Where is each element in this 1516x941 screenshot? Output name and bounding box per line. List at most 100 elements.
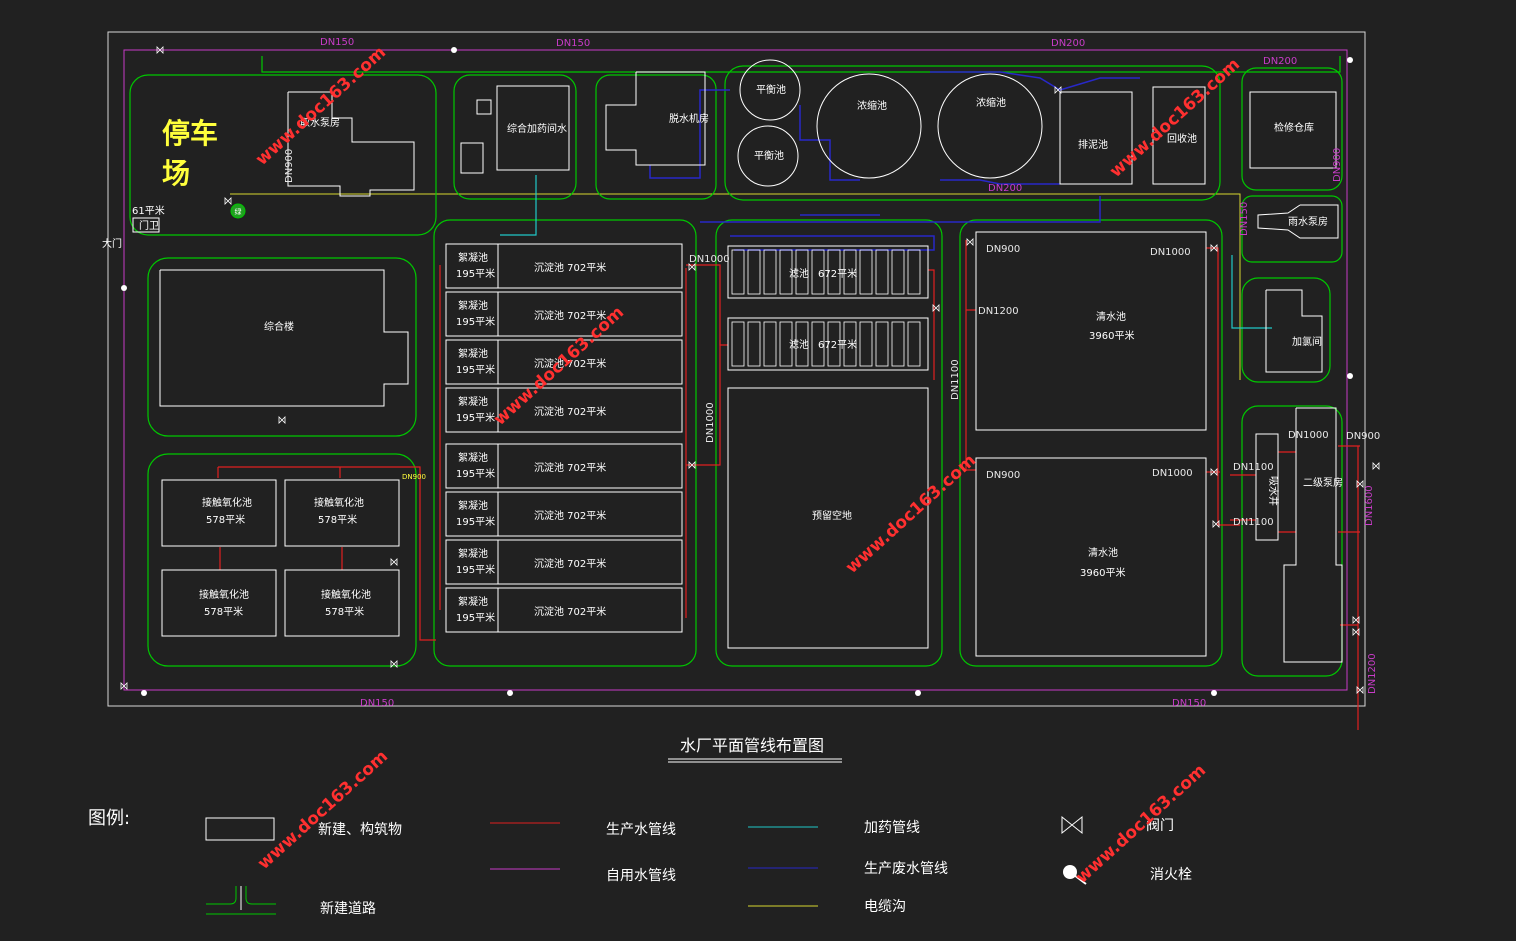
- legend-valve-swatch: [1061, 815, 1083, 835]
- pipe-label-bottom-a: DN150: [360, 698, 394, 709]
- thickener-1-label: 浓缩池: [857, 99, 887, 112]
- pipe-label-dn1600: DN1600: [1364, 485, 1375, 526]
- pipe-label-dn1200-a: DN1200: [978, 306, 1019, 317]
- balance-tank-1-label: 平衡池: [756, 83, 786, 96]
- valve-icon: [390, 558, 398, 566]
- filter-bay-group: [727, 245, 929, 299]
- clear-well-1-name: 清水池: [1096, 310, 1126, 323]
- legend-hydrant-label: 消火栓: [1150, 867, 1192, 883]
- pipe-label-dn1200-vert: DN1200: [1367, 653, 1378, 694]
- hydrant-icon: [1347, 373, 1353, 379]
- sed-tank-label: 沉淀池 702平米: [534, 357, 606, 370]
- parking-label-line2: 场: [162, 157, 190, 190]
- filter-2-area: 672平米: [818, 338, 857, 351]
- floc-tank-name: 絮凝池: [458, 251, 488, 264]
- secondary-pump-outline: [1283, 407, 1343, 663]
- valve-icon: [1352, 616, 1360, 624]
- contact-tank-3-name: 接触氧化池: [199, 588, 249, 601]
- suction-well-label: 吸水井: [1267, 476, 1280, 506]
- floc-tank-name: 絮凝池: [458, 347, 488, 360]
- hydrant-icon: [1347, 57, 1353, 63]
- pump-house-label: 取水泵房: [300, 116, 340, 129]
- contact-tank-4-area: 578平米: [325, 605, 364, 618]
- clear-well-2-area: 3960平米: [1080, 566, 1125, 579]
- gate-area: 61平米: [132, 204, 165, 217]
- floc-tank-name: 絮凝池: [458, 299, 488, 312]
- gatehouse-label: 门卫: [139, 219, 159, 232]
- pipe-label-bottom-b: DN150: [1172, 698, 1206, 709]
- watermark-5: www.doc163.com: [254, 747, 392, 874]
- pipe-label-dn1000-c: DN1000: [1150, 247, 1191, 258]
- sed-tank-label: 沉淀池 702平米: [534, 405, 606, 418]
- pipe-label-top-d: DN200: [1263, 56, 1297, 67]
- valve-icon: [688, 461, 696, 469]
- filter-1-area: 672平米: [818, 267, 857, 280]
- hydrant-icon: [915, 690, 921, 696]
- production-water-lines: [217, 240, 1360, 730]
- structures: [132, 59, 1343, 663]
- legend-structure-swatch: [205, 817, 275, 841]
- floc-tank-area: 195平米: [456, 611, 495, 624]
- dewatering-outline: [605, 71, 706, 166]
- waste-water-lines: [649, 71, 1140, 251]
- floc-tank-name: 絮凝池: [458, 499, 488, 512]
- clear-well-1-area: 3960平米: [1089, 329, 1134, 342]
- floc-tank-name: 絮凝池: [458, 395, 488, 408]
- pipe-label-dn1000-e: DN1000: [1288, 430, 1329, 441]
- pipe-label-dn1000-a: DN1000: [689, 254, 730, 265]
- road-network: [129, 56, 1343, 677]
- valve-icon: [966, 238, 974, 246]
- rain-pump-label: 雨水泵房: [1288, 215, 1328, 228]
- green-marker: [230, 203, 246, 219]
- hydrant-valve-markers: [120, 46, 1380, 696]
- legend-cable-label: 电缆沟: [864, 899, 906, 915]
- sed-tank-label: 沉淀池 702平米: [534, 557, 606, 570]
- filter-bay-group: [727, 317, 929, 371]
- pipe-label-dn1100-b: DN1100: [1233, 462, 1274, 473]
- valve-icon: [1210, 244, 1218, 252]
- floc-tank-area: 195平米: [456, 563, 495, 576]
- valve-icon: [1372, 462, 1380, 470]
- legend-heading: 图例:: [88, 808, 130, 829]
- balance-tank-2-label: 平衡池: [754, 149, 784, 162]
- reserve-land-label: 预留空地: [812, 509, 852, 522]
- watermark-1: www.doc163.com: [252, 43, 390, 170]
- pump-house-outline: [287, 91, 415, 197]
- valve-icon: [688, 263, 696, 271]
- legend-hydrant-swatch: [1063, 865, 1087, 885]
- pipe-label-top-b: DN150: [556, 38, 590, 49]
- pipe-label-dn1100-c: DN1100: [1233, 517, 1274, 528]
- hydrant-icon: [1211, 690, 1217, 696]
- pipe-label-dn900-e: DN900: [986, 244, 1020, 255]
- hydrant-icon: [507, 690, 513, 696]
- office-label: 综合楼: [264, 320, 294, 333]
- pipe-label-top-a: DN150: [320, 37, 354, 48]
- pipe-label-dn900-g: DN900: [1346, 431, 1380, 442]
- legend-valve-label: 阀门: [1146, 818, 1174, 834]
- dosing-room-label: 综合加药间水: [507, 122, 567, 135]
- valve-icon: [1356, 686, 1364, 694]
- pipe-label-dn900-vert: DN900: [1332, 148, 1343, 182]
- cable-trench: [230, 193, 1241, 380]
- floc-tank-name: 絮凝池: [458, 547, 488, 560]
- sed-tank-label: 沉淀池 702平米: [534, 261, 606, 274]
- secondary-pump-label: 二级泵房: [1303, 476, 1343, 489]
- contact-tank-2-area: 578平米: [318, 513, 357, 526]
- valve-icon: [1054, 86, 1062, 94]
- clear-well-2-name: 清水池: [1088, 546, 1118, 559]
- self-use-water-ring: [123, 49, 1348, 691]
- valve-icon: [1352, 628, 1360, 636]
- legend-dosing-label: 加药管线: [864, 820, 920, 836]
- thickener-2-label: 浓缩池: [976, 96, 1006, 109]
- warehouse-label: 检修仓库: [1274, 121, 1314, 134]
- office-outline: [159, 269, 409, 407]
- gate-label: 大门: [102, 237, 122, 250]
- legend-road-swatch: [206, 886, 276, 915]
- valve-icon: [390, 660, 398, 668]
